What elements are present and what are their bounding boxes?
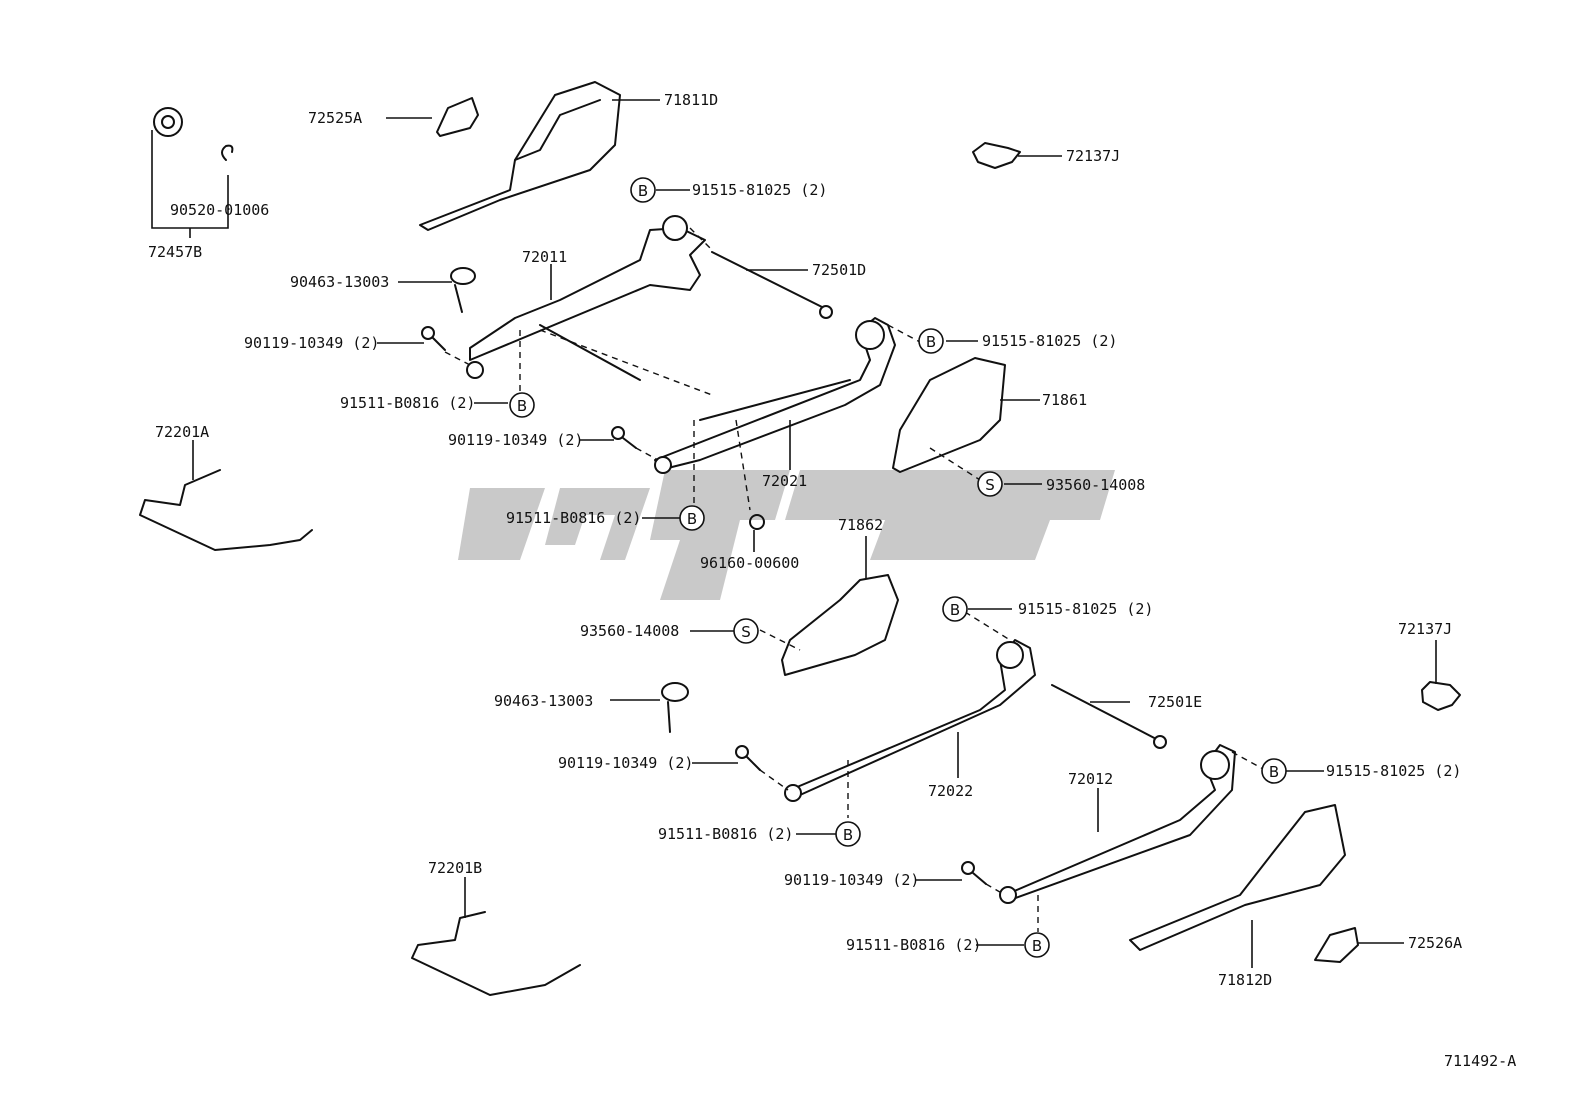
label-72525A: 72525A [308,109,362,127]
dashed-guides [444,227,1266,932]
label-72011: 72011 [522,248,567,266]
nut-96160 [749,514,765,530]
svg-text:B: B [950,601,960,619]
svg-text:B: B [926,333,936,351]
part-labels: 71811D 72525A 72137J 90520-01006 72457B … [148,91,1516,1070]
rail-72022 [784,639,1036,802]
part-72137J-right [1421,681,1461,711]
svg-text:B: B [517,397,527,415]
svg-text:B: B [843,826,853,844]
label-72201A: 72201A [155,423,209,441]
clip-90463-bottom [661,682,689,733]
cover-71862 [781,574,899,676]
label-91511-a: 91511-B0816 (2) [340,394,475,412]
label-90463-top: 90463-13003 [290,273,389,291]
label-93560-b: 93560-14008 [580,622,679,640]
svg-text:B: B [1269,763,1279,781]
label-90119-d: 90119-10349 (2) [784,871,919,889]
rail-72012 [999,744,1236,904]
label-72137J-right: 72137J [1398,620,1452,638]
label-90119-a: 90119-10349 (2) [244,334,379,352]
cap-72525A [436,97,479,137]
wire-72201A [139,469,313,551]
svg-text:B: B [638,182,648,200]
leader-lines [192,99,1437,968]
label-72022: 72022 [928,782,973,800]
label-91511-d: 91511-B0816 (2) [846,936,981,954]
label-72501E: 72501E [1148,693,1202,711]
label-72137J-top: 72137J [1066,147,1120,165]
label-72021: 72021 [762,472,807,490]
svg-text:B: B [687,510,697,528]
diagram-reference: 711492-A [1444,1052,1516,1070]
label-72501D: 72501D [812,261,866,279]
knob-part [153,107,183,137]
label-91515-mid: 91515-81025 (2) [1018,600,1153,618]
label-90119-b: 90119-10349 (2) [448,431,583,449]
label-96160: 96160-00600 [700,554,799,572]
label-90463-bottom: 90463-13003 [494,692,593,710]
label-71862: 71862 [838,516,883,534]
label-71812D: 71812D [1218,971,1272,989]
rod-72501E [1051,684,1167,749]
cover-71812D [1129,804,1346,951]
label-90520-01006: 90520-01006 [170,201,269,219]
label-91515-top1: 91515-81025 (2) [692,181,827,199]
bolts [421,326,987,885]
svg-text:S: S [985,476,995,494]
label-72526A: 72526A [1408,934,1462,952]
cap-72526A [1314,927,1359,963]
label-71861: 71861 [1042,391,1087,409]
label-71811D: 71811D [664,91,718,109]
rail-72021 [654,317,896,474]
label-72012: 72012 [1068,770,1113,788]
clip-part [221,144,234,161]
label-90119-c: 90119-10349 (2) [558,754,693,772]
label-91515-top2: 91515-81025 (2) [982,332,1117,350]
wire-72201B [411,911,581,996]
cover-71811D [419,81,621,231]
label-91515-bottom: 91515-81025 (2) [1326,762,1461,780]
label-91511-c: 91511-B0816 (2) [658,825,793,843]
callout-markers: B B B S B B S B B B [509,177,1287,958]
label-72201B: 72201B [428,859,482,877]
label-91511-b: 91511-B0816 (2) [506,509,641,527]
cover-71861 [892,357,1006,473]
rail-72011 [466,215,833,381]
label-93560-a: 93560-14008 [1046,476,1145,494]
svg-text:B: B [1032,937,1042,955]
watermark-logo [458,470,1115,600]
svg-text:S: S [741,623,751,641]
clip-90463-top [450,267,476,313]
label-72457B: 72457B [148,243,202,261]
part-72137J-top [972,142,1021,169]
